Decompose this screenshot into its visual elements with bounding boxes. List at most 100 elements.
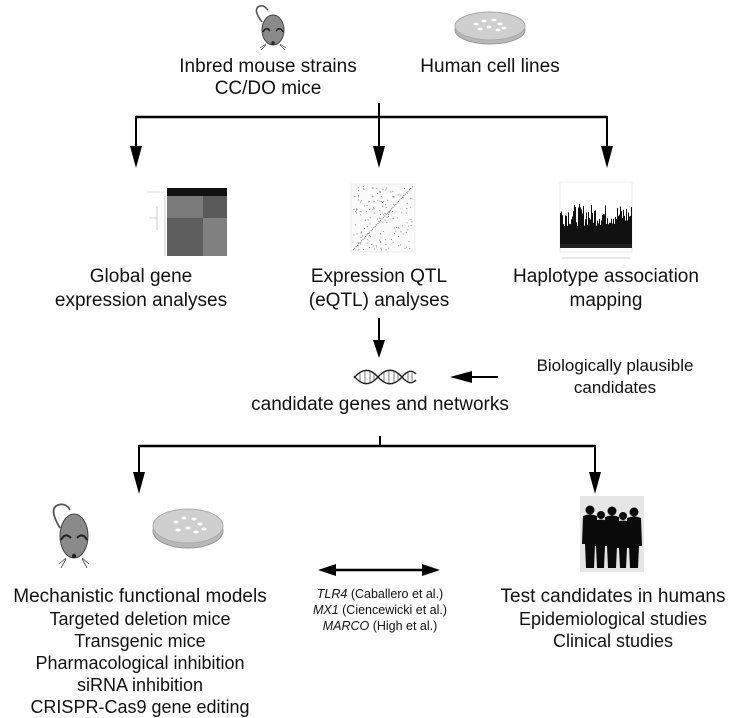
manhattan-bar — [629, 216, 630, 244]
manhattan-bar — [596, 225, 597, 244]
scatter-dot — [404, 248, 406, 249]
example-tlr4: TLR4 (Caballero et al.) — [290, 586, 470, 602]
scatter-dot — [410, 198, 412, 199]
mouse-icon — [255, 5, 287, 51]
scatter-dot — [381, 201, 383, 202]
reference: (High et al.) — [369, 619, 438, 633]
scatter-dot — [362, 186, 364, 187]
scatter-dot — [380, 241, 381, 243]
scatter-dot — [392, 190, 394, 192]
manhattan-bar — [631, 207, 632, 244]
scatter-dot — [368, 201, 370, 202]
candidate-genes-label: candidate genes and networks — [251, 394, 509, 415]
petri-dish-icon — [152, 508, 224, 549]
manhattan-bar — [607, 218, 608, 244]
scatter-dot — [408, 225, 410, 227]
scatter-dot — [369, 247, 370, 249]
manhattan-bar — [578, 207, 579, 244]
scatter-dot — [391, 239, 392, 240]
scatter-dot — [381, 249, 382, 251]
scatter-dot — [372, 208, 374, 210]
manhattan-bar — [608, 224, 609, 244]
scatter-dot — [362, 235, 364, 237]
scatter-dot — [385, 244, 387, 245]
arrowhead-candidates — [373, 340, 385, 358]
manhattan-plot-thumbnail — [559, 181, 633, 259]
scatter-dot — [360, 211, 362, 212]
manhattan-bar — [616, 219, 617, 244]
scatter-dot — [380, 221, 382, 223]
scatter-dot — [396, 217, 398, 219]
flow-connectors — [130, 103, 613, 576]
scatter-dot — [403, 195, 405, 197]
scatter-dot — [406, 208, 408, 209]
scatter-dot — [386, 187, 388, 189]
eqtl-scatter-thumbnail — [350, 183, 416, 253]
manhattan-bar — [563, 224, 564, 244]
scatter-dot — [358, 196, 359, 198]
scatter-dot — [383, 214, 384, 216]
manhattan-bar — [561, 211, 562, 244]
scatter-dot — [404, 187, 405, 189]
scatter-dot — [392, 217, 394, 219]
manhattan-bar — [572, 216, 573, 244]
scatter-dot — [357, 242, 359, 244]
models-item: Transgenic mice — [74, 631, 206, 651]
mouse-strains-label-line1: Inbred mouse strains — [179, 56, 357, 77]
humans-item: Clinical studies — [552, 631, 674, 651]
scatter-dot — [402, 233, 404, 235]
scatter-dot — [353, 234, 355, 236]
scatter-dot — [393, 196, 395, 197]
scatter-dot — [380, 241, 382, 243]
scatter-dot — [388, 212, 390, 214]
manhattan-bar — [630, 215, 631, 244]
scatter-dot — [380, 196, 382, 197]
scatter-dot — [354, 224, 356, 226]
manhattan-bar — [625, 220, 626, 244]
scatter-dot — [358, 249, 360, 251]
manhattan-bar — [585, 219, 586, 244]
arrowhead-global — [130, 146, 142, 168]
scatter-dot — [356, 208, 358, 210]
models-item: Pharmacological inhibition — [35, 653, 245, 673]
manhattan-bar — [604, 214, 605, 244]
manhattan-bar — [580, 207, 581, 244]
manhattan-bar — [615, 216, 616, 244]
scatter-dot — [371, 187, 373, 189]
scatter-dot — [369, 217, 371, 219]
scatter-dot — [378, 221, 380, 223]
manhattan-bar — [600, 224, 601, 244]
scatter-dot — [385, 189, 387, 191]
manhattan-bar — [592, 212, 593, 244]
scatter-dot — [373, 248, 375, 250]
scatter-dot — [382, 205, 383, 207]
scatter-dot — [382, 221, 384, 223]
scatter-dot — [373, 245, 375, 247]
manhattan-bar — [586, 212, 587, 244]
manhattan-bar — [603, 214, 604, 244]
example-marco: MARCO (High et al.) — [290, 618, 470, 634]
scatter-dot — [361, 200, 363, 202]
scatter-dot — [392, 195, 394, 197]
scatter-dot — [407, 229, 409, 231]
scatter-dot — [360, 231, 362, 233]
manhattan-bar — [576, 222, 577, 244]
global-gene-label-line1: Global gene — [89, 266, 193, 287]
scatter-dot — [398, 245, 400, 247]
manhattan-bar — [562, 215, 563, 244]
scatter-dot — [358, 190, 359, 192]
scatter-dot — [365, 211, 367, 213]
manhattan-bar — [581, 209, 582, 244]
scatter-dot — [397, 194, 399, 196]
manhattan-bar — [566, 215, 567, 244]
scatter-dot — [367, 233, 368, 235]
heatmap-thumbnail — [147, 188, 227, 256]
manhattan-bar — [565, 215, 566, 244]
manhattan-bar — [626, 208, 627, 244]
scatter-dot — [384, 213, 386, 214]
scatter-dot — [406, 202, 408, 204]
scatter-dot — [356, 233, 358, 235]
scatter-dot — [388, 247, 390, 249]
scatter-dot — [369, 235, 371, 236]
scatter-dot — [375, 246, 377, 248]
